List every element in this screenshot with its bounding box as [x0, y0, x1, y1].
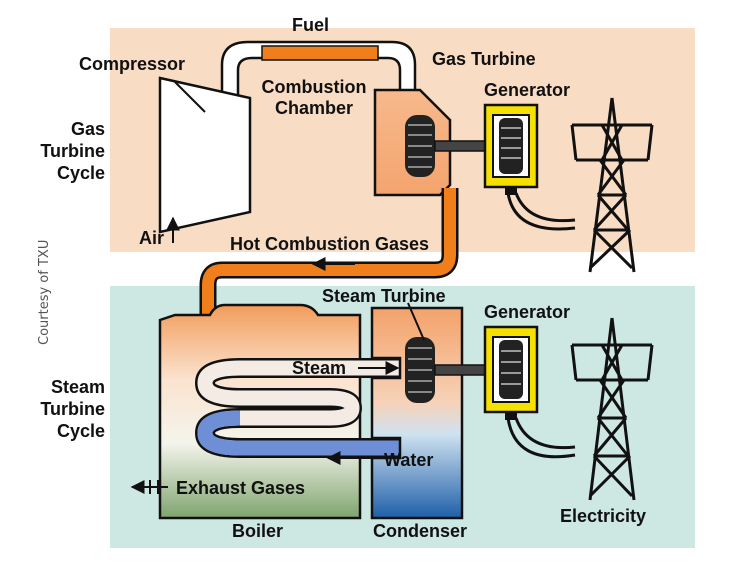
label-steam: Steam — [292, 358, 346, 378]
transmission-tower-top — [570, 97, 654, 273]
label-steam-cycle-2: Turbine — [40, 399, 105, 419]
steam-turbine-shaft — [434, 364, 488, 376]
generator-top — [483, 103, 539, 195]
power-cable-top — [506, 192, 576, 231]
label-steam-turbine: Steam Turbine — [322, 286, 446, 306]
condenser — [370, 306, 464, 520]
credit-text: Courtesy of TXU — [37, 240, 52, 345]
gas-turbine-shaft — [434, 140, 488, 152]
label-combustion: Combustion — [262, 77, 367, 97]
exhaust-arrow — [130, 480, 168, 494]
compressor-leader-line — [174, 81, 206, 113]
label-fuel: Fuel — [292, 15, 329, 35]
label-steam-cycle-3: Cycle — [57, 421, 105, 441]
compressor — [158, 76, 252, 234]
label-gas-turbine: Gas Turbine — [432, 49, 536, 69]
generator-bottom — [483, 325, 539, 420]
fuel-bar — [261, 45, 379, 61]
transmission-tower-bottom — [570, 317, 654, 501]
steam-turbine-leader-line — [407, 302, 425, 341]
label-exhaust-gases: Exhaust Gases — [176, 478, 305, 498]
label-water: Water — [384, 450, 433, 470]
label-generator-bottom: Generator — [484, 302, 570, 322]
label-gas-cycle-1: Gas — [71, 119, 105, 139]
label-boiler: Boiler — [232, 521, 283, 541]
label-steam-cycle-1: Steam — [51, 377, 105, 397]
hot-gas-pipe-fill — [202, 188, 456, 322]
label-hot-gases: Hot Combustion Gases — [230, 234, 429, 254]
label-electricity: Electricity — [560, 506, 646, 526]
label-air: Air — [139, 228, 164, 248]
power-cable-bottom — [506, 417, 576, 459]
label-gas-cycle-3: Cycle — [57, 163, 105, 183]
label-chamber: Chamber — [275, 98, 353, 118]
label-condenser: Condenser — [373, 521, 467, 541]
label-generator-top: Generator — [484, 80, 570, 100]
label-compressor: Compressor — [79, 54, 185, 74]
label-gas-cycle-2: Turbine — [40, 141, 105, 161]
gas-turbine-rotor — [405, 115, 435, 177]
water-return-pipe — [197, 410, 400, 456]
steam-turbine-rotor — [405, 337, 435, 403]
